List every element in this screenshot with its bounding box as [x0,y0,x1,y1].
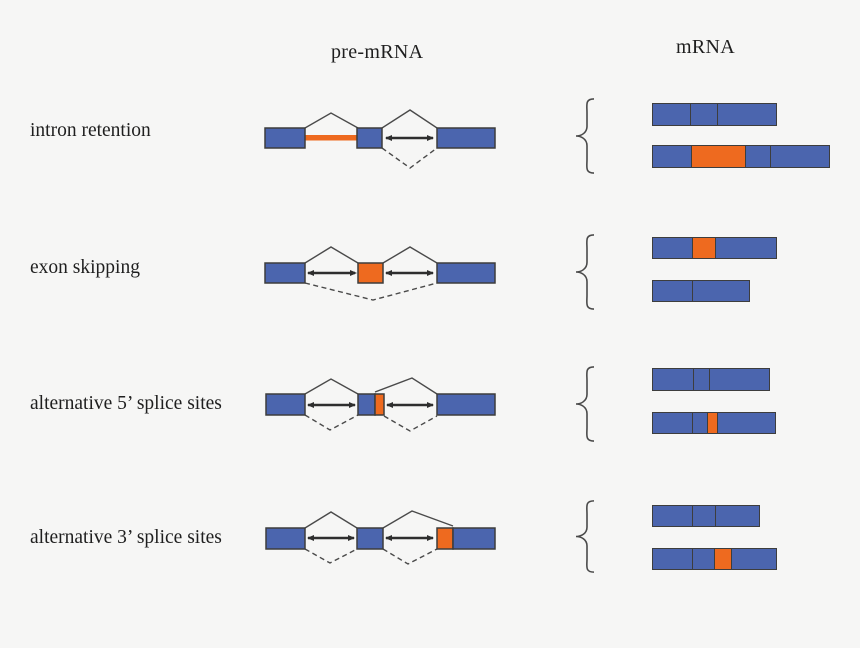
premrna-diagram-intron-retention [264,109,496,169]
arrowhead-icon [386,402,393,408]
mrna-segment-highlight [692,238,715,258]
arrowhead-icon [427,402,434,408]
arrowhead-icon [427,135,434,141]
splice-path-solid [382,246,438,264]
arrowhead-icon [307,402,314,408]
mrna-isoform-bar [652,103,777,126]
mrna-segment-exon [716,104,776,125]
mrna-isoform-bar [652,548,777,570]
brace-icon [575,98,595,174]
splice-path-solid [382,510,454,529]
exon-box [452,527,496,550]
mrna-segment-exon [692,281,749,301]
splice-path-dashed [304,548,358,564]
mrna-isoform-bar [652,368,770,391]
mrna-segment-exon [709,369,769,390]
arrowhead-icon [307,535,314,541]
mrna-segment-exon [730,549,776,569]
splice-path-dashed [382,548,438,565]
arrowhead-icon [307,270,314,276]
mrna-segment-exon [653,369,694,390]
brace-icon [575,500,595,573]
mrna-segment-highlight [714,549,731,569]
retained-intron-bar [305,135,358,141]
arrowhead-icon [385,535,392,541]
exon-box [356,127,383,149]
splice-path-solid [304,246,359,264]
mrna-segment-exon [692,413,708,433]
splice-path-solid [381,109,438,129]
mrna-segment-exon [653,549,693,569]
mrna-segment-exon [653,146,691,167]
mrna-segment-exon [714,506,759,526]
mrna-segment-highlight [690,146,745,167]
arrowhead-icon [427,270,434,276]
mrna-segment-exon [692,549,714,569]
mrna-segment-exon [653,506,693,526]
splice-path-solid [374,377,438,395]
mrna-segment-exon [744,146,770,167]
mrna-segment-exon [769,146,829,167]
mrna-segment-exon [692,506,715,526]
exon-box [265,393,306,416]
mrna-segment-highlight [707,413,717,433]
exon-box [264,262,306,284]
mrna-isoform-bar [652,237,777,259]
mrna-isoform-bar [652,280,750,302]
row-label-alt-3-splice-sites: alternative 3’ splice sites [30,527,222,548]
arrowhead-icon [385,270,392,276]
splice-path-solid [304,378,359,395]
splice-path-dashed [304,414,359,431]
mrna-segment-exon [653,413,693,433]
alt-splice-region-box [374,393,385,416]
mrna-isoform-bar [652,505,760,527]
alt-splice-region-box [436,527,454,550]
exon-box [265,527,306,550]
arrowhead-icon [348,535,355,541]
row-label-intron-retention: intron retention [30,120,151,141]
mrna-segment-exon [714,238,776,258]
mrna-column-header: mRNA [676,36,735,58]
splice-path-dashed [383,415,438,432]
row-label-exon-skipping: exon skipping [30,257,140,278]
arrowhead-icon [350,270,357,276]
mrna-segment-exon [653,238,693,258]
mrna-segment-exon [653,281,693,301]
splice-path-solid [304,112,359,129]
arrowhead-icon [427,535,434,541]
mrna-segment-exon [693,369,710,390]
splice-path-dashed [304,282,438,301]
mrna-segment-exon [653,104,691,125]
mrna-isoform-bar [652,412,776,434]
premrna-diagram-exon-skipping [264,246,496,301]
mrna-segment-exon [690,104,717,125]
exon-box [264,127,306,149]
mrna-segment-exon [716,413,775,433]
exon-box [356,527,384,550]
exon-box [436,393,496,416]
exon-box [436,127,496,149]
splice-path-solid [304,511,358,529]
arrowhead-icon [385,135,392,141]
splice-path-dashed [381,147,438,169]
premrna-diagram-alt-5-splice-sites [265,377,496,432]
exon-box [436,262,496,284]
mrna-isoform-bar [652,145,830,168]
premrna-diagram-alt-3-splice-sites [265,510,496,565]
exon-box [357,393,376,416]
premrna-column-header: pre-mRNA [331,41,424,63]
skipped-exon-box [357,262,384,284]
brace-icon [575,366,595,442]
brace-icon [575,234,595,310]
row-label-alt-5-splice-sites: alternative 5’ splice sites [30,393,222,414]
arrowhead-icon [349,402,356,408]
